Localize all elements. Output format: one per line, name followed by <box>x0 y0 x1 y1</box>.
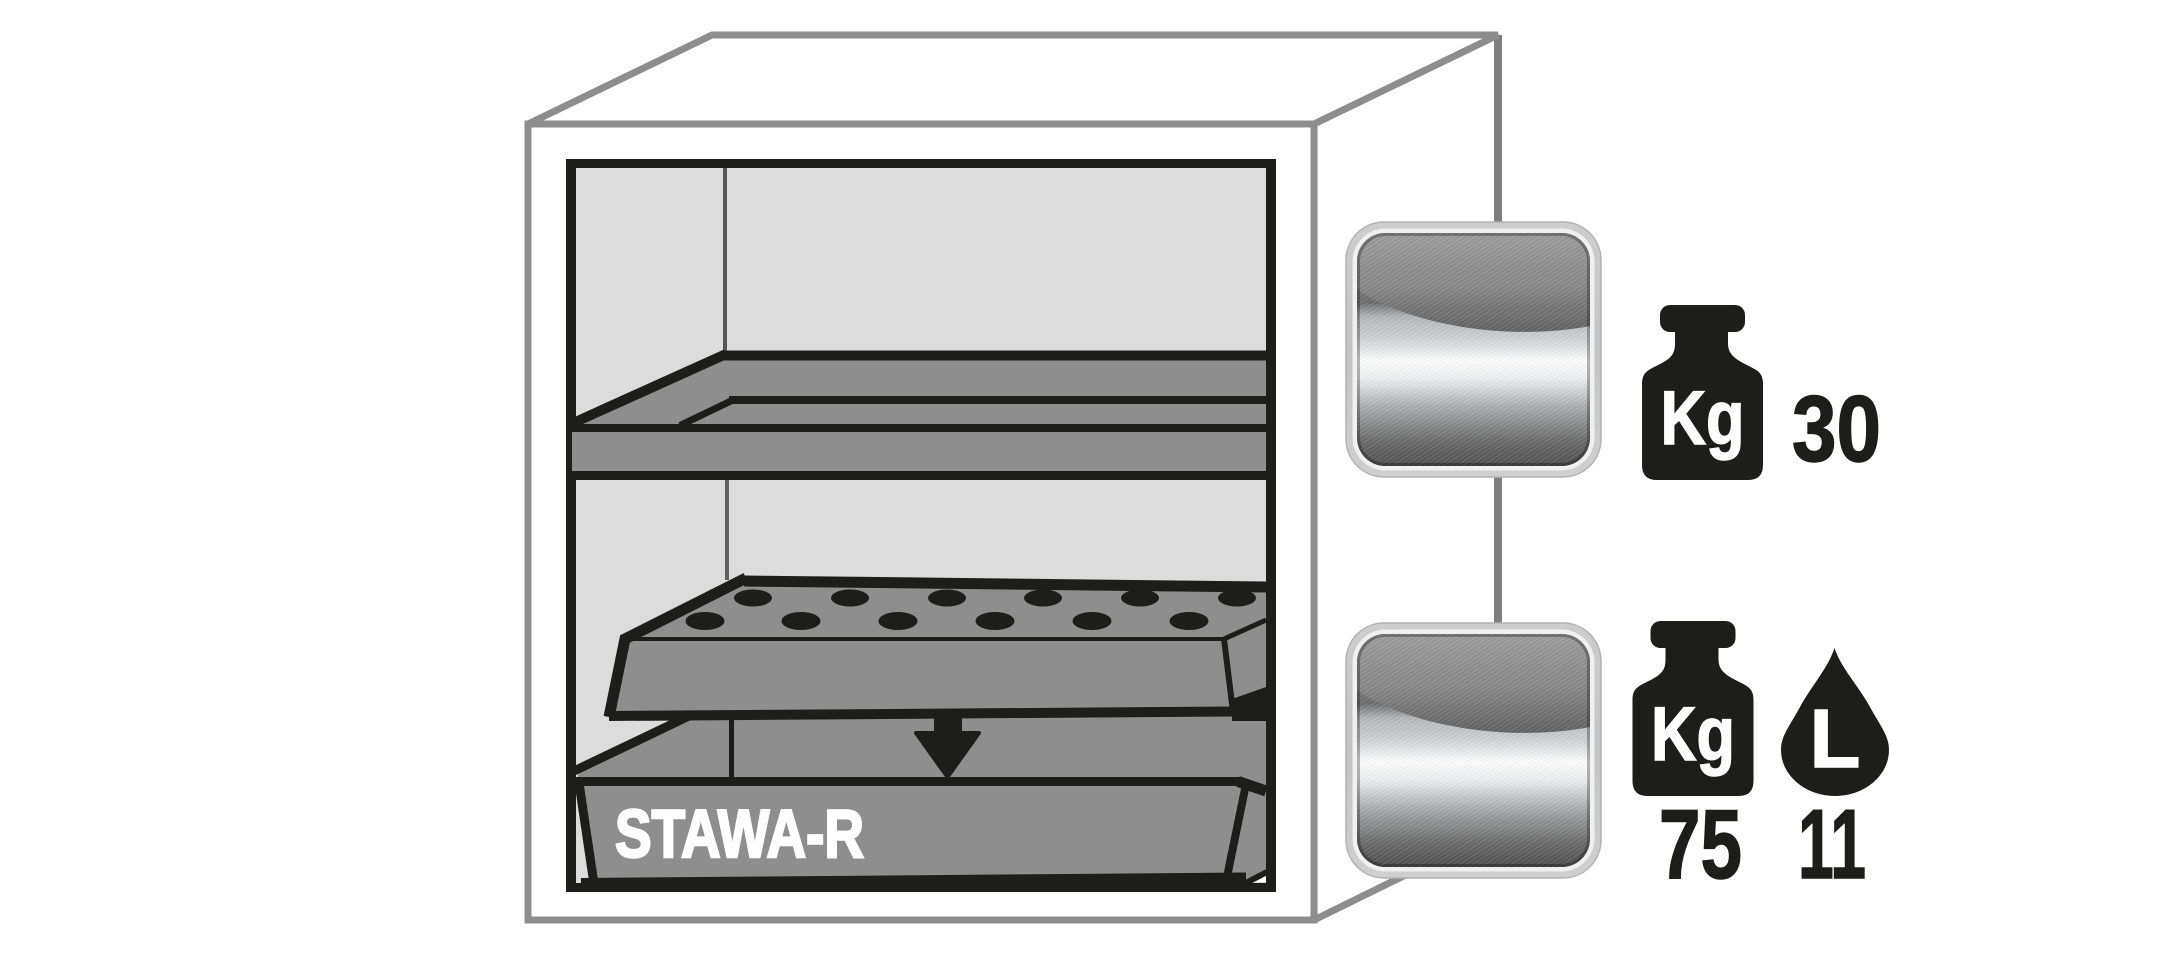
svg-text:Kg: Kg <box>1651 692 1735 777</box>
svg-text:Kg: Kg <box>1661 376 1745 461</box>
svg-text:STAWA-R: STAWA-R <box>615 796 864 872</box>
svg-text:30: 30 <box>1792 376 1881 481</box>
svg-text:L: L <box>1810 692 1861 785</box>
svg-text:75: 75 <box>1659 789 1742 899</box>
svg-text:11: 11 <box>1798 789 1866 899</box>
